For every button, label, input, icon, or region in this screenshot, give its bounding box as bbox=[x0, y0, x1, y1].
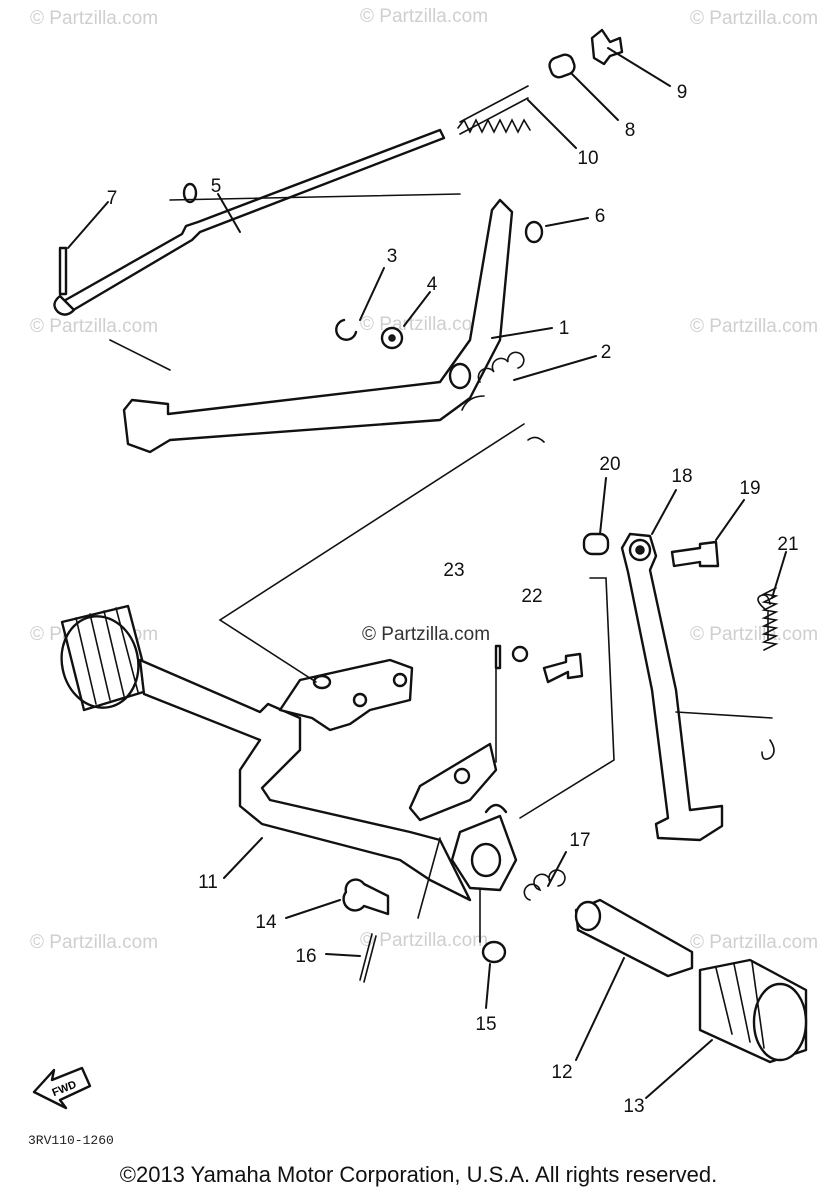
watermark-11: © Partzilla.com bbox=[690, 932, 818, 953]
footrest-bar bbox=[60, 604, 518, 902]
pin-hardware bbox=[342, 869, 566, 983]
watermark-8: © Partzilla.com bbox=[690, 624, 818, 645]
callout-11: 11 bbox=[198, 872, 218, 893]
callout-21: 21 bbox=[777, 534, 798, 555]
diagram-code: 3RV110-1260 bbox=[28, 1133, 114, 1148]
callout-3: 3 bbox=[387, 246, 398, 267]
callout-10: 10 bbox=[577, 148, 598, 169]
callout-17: 17 bbox=[569, 830, 590, 851]
small-hardware-lower bbox=[494, 644, 584, 684]
callout-9: 9 bbox=[677, 82, 688, 103]
stand-spring bbox=[757, 587, 779, 760]
watermark-3: © Partzilla.com bbox=[690, 8, 818, 29]
rod-spring bbox=[457, 85, 531, 135]
callout-15: 15 bbox=[475, 1014, 496, 1035]
callout-20: 20 bbox=[599, 454, 620, 475]
callout-22: 22 bbox=[521, 586, 542, 607]
callout-13: 13 bbox=[623, 1096, 644, 1117]
watermark-2: © Partzilla.com bbox=[360, 6, 488, 27]
pedal-spring bbox=[461, 351, 525, 411]
brake-rod bbox=[53, 128, 446, 316]
callout-5: 5 bbox=[211, 176, 222, 197]
watermark-5: © Partzilla.com bbox=[360, 314, 488, 335]
footrest-right bbox=[574, 898, 808, 1064]
callout-8: 8 bbox=[625, 120, 636, 141]
watermark-4: © Partzilla.com bbox=[30, 316, 158, 337]
brake-pedal bbox=[109, 193, 514, 454]
assembly-lines bbox=[218, 423, 773, 943]
callout-4: 4 bbox=[427, 274, 438, 295]
callout-12: 12 bbox=[551, 1062, 572, 1083]
stand-bolt bbox=[582, 532, 720, 568]
callout-7: 7 bbox=[107, 188, 118, 209]
watermark-center: © Partzilla.com bbox=[362, 624, 490, 645]
callout-23: 23 bbox=[443, 560, 464, 581]
adjuster-nut bbox=[548, 28, 624, 79]
leader-lines bbox=[67, 47, 787, 1099]
callout-2: 2 bbox=[601, 342, 612, 363]
watermark-10: © Partzilla.com bbox=[360, 930, 488, 951]
watermark-9: © Partzilla.com bbox=[30, 932, 158, 953]
callout-1: 1 bbox=[559, 318, 570, 339]
callout-16: 16 bbox=[295, 946, 316, 967]
callout-19: 19 bbox=[739, 478, 760, 499]
fwd-arrow: FWD bbox=[32, 1066, 92, 1110]
copyright-notice: ©2013 Yamaha Motor Corporation, U.S.A. A… bbox=[119, 1162, 718, 1187]
callout-18: 18 bbox=[671, 466, 692, 487]
small-hardware-upper bbox=[58, 220, 545, 443]
callout-6: 6 bbox=[595, 206, 606, 227]
side-stand bbox=[620, 532, 724, 842]
watermark-1: © Partzilla.com bbox=[30, 8, 158, 29]
watermark-6: © Partzilla.com bbox=[690, 316, 818, 337]
callout-14: 14 bbox=[255, 912, 277, 933]
callouts: 1 2 3 4 5 6 7 8 9 10 11 12 13 14 15 16 1… bbox=[107, 82, 799, 1117]
